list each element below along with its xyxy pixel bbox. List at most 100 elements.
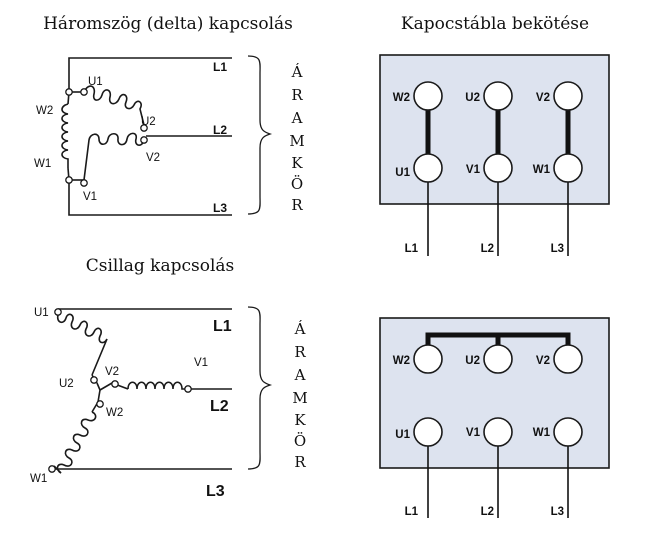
delta-coil-w bbox=[61, 103, 69, 168]
delta-line-labels: L1 L2 L3 bbox=[213, 60, 227, 215]
circuit-letter: Á bbox=[294, 320, 306, 338]
terminal-label: W1 bbox=[533, 427, 551, 439]
circuit-letter: A bbox=[291, 109, 303, 127]
terminal-w1 bbox=[553, 417, 583, 447]
terminal-v2 bbox=[553, 81, 583, 111]
delta-node-u1 bbox=[80, 88, 88, 96]
terminal-board-delta: W2 U2 V2 U1 V1 W1 L1 L2 L3 bbox=[379, 54, 610, 256]
terminal-title: Kapocstábla bekötése bbox=[401, 14, 589, 34]
delta-label-v1: V1 bbox=[83, 191, 97, 203]
delta-label-l2: L2 bbox=[213, 123, 227, 137]
delta-label-w1: W1 bbox=[34, 158, 51, 170]
star-circuit-word: Á R A M K Ö R bbox=[292, 320, 307, 471]
star-label-w1: W1 bbox=[30, 473, 47, 485]
delta-connection bbox=[61, 57, 232, 216]
terminal-u2 bbox=[483, 344, 513, 374]
delta-terminal-labels: U1 W2 U2 V2 W1 V1 bbox=[34, 76, 160, 203]
terminal-line-label: L2 bbox=[481, 243, 494, 255]
star-label-u1: U1 bbox=[34, 307, 49, 319]
star-label-v2: V2 bbox=[105, 366, 119, 378]
terminal-line-label: L3 bbox=[551, 506, 564, 518]
delta-node-u2 bbox=[140, 124, 148, 132]
circuit-letter: R bbox=[291, 196, 303, 214]
delta-label-l1: L1 bbox=[213, 60, 227, 74]
terminal-label: W2 bbox=[393, 355, 410, 367]
delta-label-u1: U1 bbox=[88, 76, 103, 88]
terminal-label: V1 bbox=[466, 164, 481, 176]
delta-node-v2 bbox=[140, 136, 148, 144]
delta-coil-v bbox=[83, 132, 145, 181]
delta-l3-wire bbox=[68, 180, 232, 216]
terminal-u1 bbox=[413, 153, 443, 183]
terminal-u2 bbox=[483, 81, 513, 111]
delta-label-u2: U2 bbox=[141, 116, 156, 128]
star-nodes bbox=[48, 308, 192, 473]
delta-l1-wire bbox=[68, 57, 232, 92]
star-coil-w bbox=[53, 411, 97, 474]
delta-nodes bbox=[65, 88, 148, 187]
delta-node-w2 bbox=[65, 88, 73, 96]
terminal-label: U1 bbox=[395, 429, 410, 441]
circuit-letter: R bbox=[294, 343, 306, 361]
star-title: Csillag kapcsolás bbox=[86, 256, 235, 276]
star-node-w2 bbox=[96, 400, 104, 408]
star-curly-brace bbox=[247, 306, 273, 470]
delta-node-w1 bbox=[65, 176, 73, 184]
terminal-w2 bbox=[413, 81, 443, 111]
circuit-letter: Ö bbox=[294, 432, 306, 450]
star-coil-v bbox=[127, 381, 187, 390]
terminal-w2 bbox=[413, 344, 443, 374]
terminal-label: V2 bbox=[536, 355, 550, 367]
terminal-label: U2 bbox=[465, 92, 480, 104]
terminal-label: U2 bbox=[465, 355, 480, 367]
star-terminal-labels: U1 U2 V2 W2 V1 W1 bbox=[30, 307, 208, 485]
terminal-w1 bbox=[553, 153, 583, 183]
terminal-line-label: L3 bbox=[551, 243, 564, 255]
star-node-v2 bbox=[111, 380, 119, 388]
terminal-label: V2 bbox=[536, 92, 550, 104]
delta-title: Háromszög (delta) kapcsolás bbox=[43, 14, 293, 34]
delta-label-v2: V2 bbox=[146, 152, 160, 164]
star-connection bbox=[50, 308, 232, 474]
delta-label-w2: W2 bbox=[36, 105, 53, 117]
star-node-v1 bbox=[184, 385, 192, 393]
terminal-v1 bbox=[483, 153, 513, 183]
terminal-board-star: W2 U2 V2 U1 V1 W1 L1 L2 L3 bbox=[379, 317, 610, 518]
circuit-letter: Ö bbox=[291, 175, 303, 193]
terminal-label: U1 bbox=[395, 167, 410, 179]
circuit-letter: Á bbox=[291, 63, 303, 81]
terminal-v2 bbox=[553, 344, 583, 374]
star-label-w2: W2 bbox=[106, 407, 123, 419]
circuit-letter: A bbox=[294, 366, 306, 384]
star-node-u2 bbox=[90, 376, 98, 384]
delta-node-v1 bbox=[80, 179, 88, 187]
delta-coil-u bbox=[83, 85, 145, 126]
circuit-letter: K bbox=[294, 411, 306, 429]
circuit-letter: M bbox=[289, 132, 304, 150]
terminal-line-label: L1 bbox=[405, 243, 419, 255]
circuit-letter: R bbox=[291, 86, 303, 104]
star-node-w1 bbox=[48, 465, 56, 473]
terminal-label: W1 bbox=[533, 164, 551, 176]
star-junction bbox=[96, 382, 101, 403]
star-coil-u bbox=[56, 313, 108, 376]
delta-curly-brace bbox=[247, 55, 273, 215]
terminal-line-label: L2 bbox=[481, 506, 494, 518]
star-label-l3: L3 bbox=[206, 483, 225, 500]
terminal-v1 bbox=[483, 417, 513, 447]
circuit-letter: K bbox=[291, 154, 303, 172]
terminal-label: W2 bbox=[393, 92, 410, 104]
delta-circuit-word: Á R A M K Ö R bbox=[289, 63, 304, 214]
star-label-u2: U2 bbox=[59, 378, 74, 390]
star-node-u1 bbox=[54, 308, 62, 316]
star-label-l2: L2 bbox=[210, 398, 229, 415]
star-line-labels: L1 L2 L3 bbox=[206, 318, 232, 500]
star-label-l1: L1 bbox=[213, 318, 232, 335]
terminal-line-label: L1 bbox=[405, 506, 419, 518]
delta-label-l3: L3 bbox=[213, 201, 227, 215]
terminal-label: V1 bbox=[466, 427, 481, 439]
circuit-letter: M bbox=[292, 389, 307, 407]
terminal-u1 bbox=[413, 417, 443, 447]
